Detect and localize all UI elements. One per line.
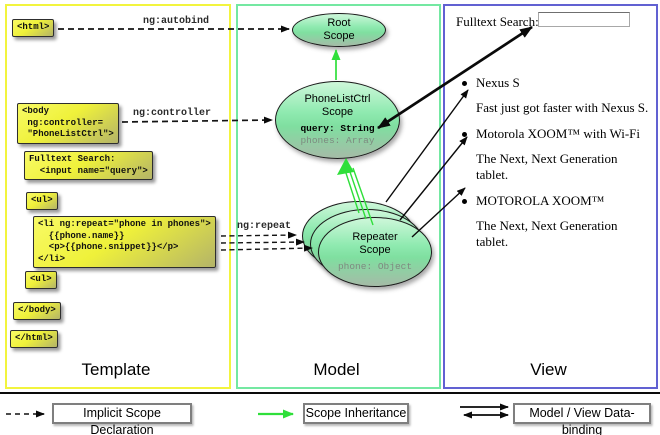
phonelistctrl-scope-title: PhoneListCtrl Scope	[304, 92, 371, 118]
code-box-fulltext-search: Fulltext Search: <input name="query">	[24, 151, 153, 181]
code-box-body-close: </body>	[13, 302, 61, 320]
list-item: Nexus S Fast just got faster with Nexus …	[462, 75, 652, 116]
list-item: Motorola XOOM™ with Wi-Fi The Next, Next…	[462, 126, 652, 183]
phone-snippet: Fast just got faster with Nexus S.	[476, 100, 649, 115]
ng-controller-label: ng:controller	[133, 108, 212, 119]
code-box-body-open: <body ng:controller= "PhoneListCtrl">	[17, 103, 119, 144]
view-column-label: View	[530, 360, 567, 379]
code-box-ul-close: <ul>	[25, 271, 57, 289]
code-box-ul-open: <ul>	[26, 192, 58, 210]
template-column-label: Template	[81, 360, 151, 379]
ng-autobind-label: ng:autobind	[143, 16, 210, 27]
phonelistctrl-scope-ellipse: PhoneListCtrl Scope query: String phones…	[275, 81, 400, 159]
phone-name: Nexus S	[476, 75, 520, 90]
view-search-label: Fulltext Search:	[456, 14, 539, 29]
query-property: query: String	[300, 122, 375, 134]
phone-name: MOTOROLA XOOM™	[476, 193, 605, 208]
model-column-label: Model	[313, 360, 360, 379]
legend-data-binding-label: Model / View Data-binding	[513, 403, 651, 435]
bullet-icon	[462, 80, 467, 86]
legend-implicit-scope-label: Implicit Scope Declaration	[52, 403, 192, 435]
bullet-icon	[462, 131, 467, 137]
repeater-scope-title: Repeater Scope	[352, 230, 398, 256]
phone-name: Motorola XOOM™ with Wi-Fi	[476, 126, 641, 141]
phone-snippet: The Next, Next Generation tablet.	[476, 151, 618, 182]
phone-snippet: The Next, Next Generation tablet.	[476, 218, 618, 249]
legend-separator	[0, 392, 660, 394]
legend-binding-arrows-icon	[460, 403, 509, 419]
bullet-icon	[462, 198, 467, 204]
root-scope-title: Root Scope	[323, 17, 355, 42]
model-column	[236, 4, 441, 389]
code-box-li-repeat: <li ng:repeat="phone in phones"> {{phone…	[33, 216, 216, 269]
code-box-html-open: <html>	[12, 19, 55, 37]
list-item: MOTOROLA XOOM™ The Next, Next Generation…	[462, 193, 652, 250]
phone-list: Nexus S Fast just got faster with Nexus …	[462, 75, 652, 260]
phone-property: phone: Object	[337, 260, 413, 272]
legend-scope-inheritance-label: Scope Inheritance	[303, 403, 409, 424]
repeater-scope-ellipse-front: Repeater Scope phone: Object	[318, 217, 432, 287]
root-scope-ellipse: Root Scope	[292, 13, 386, 47]
code-box-html-close: </html>	[10, 330, 58, 348]
view-search-input[interactable]	[538, 12, 630, 27]
phones-property: phones: Array	[300, 134, 375, 146]
ng-repeat-label: ng:repeat	[237, 221, 292, 232]
